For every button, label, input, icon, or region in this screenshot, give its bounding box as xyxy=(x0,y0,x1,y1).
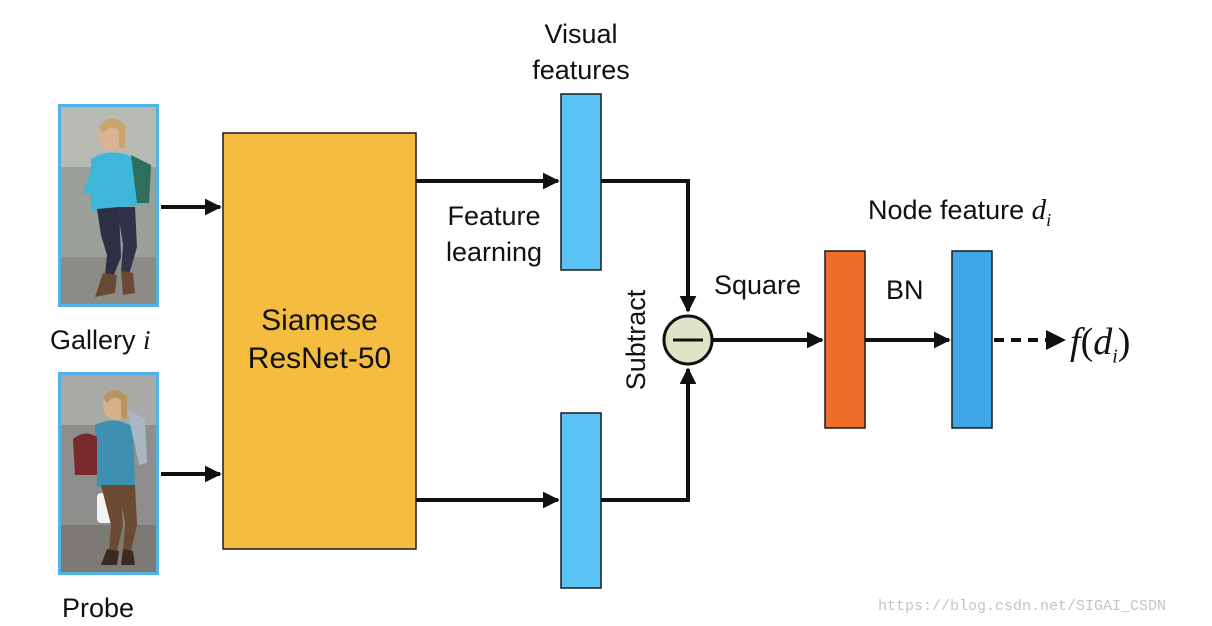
gallery-label: Gallery i xyxy=(50,322,151,358)
minus-circle-icon xyxy=(662,314,714,366)
arrow-gallery-features-to-subtract xyxy=(601,179,697,313)
backbone-label: Siamese ResNet-50 xyxy=(223,302,416,378)
feature-learning-line2: learning xyxy=(445,237,543,267)
gallery-image xyxy=(58,104,159,307)
output-f: f xyxy=(1070,321,1081,363)
node-feature-subscript: i xyxy=(1046,209,1052,230)
visual-features-label: Visual features xyxy=(506,16,656,88)
node-feature-symbol: di xyxy=(1031,194,1052,230)
visual-feature-bar-gallery xyxy=(560,93,602,271)
bn-label: BN xyxy=(886,275,924,305)
gallery-index: i xyxy=(143,325,151,355)
feature-learning-label: Feature learning xyxy=(426,198,562,270)
node-feature-text: Node feature xyxy=(868,195,1025,225)
output-function-label: f(di) xyxy=(1070,320,1130,379)
output-close-paren: ) xyxy=(1117,321,1131,363)
visual-features-line1: Visual xyxy=(544,19,618,49)
probe-image xyxy=(58,372,159,575)
backbone-label-line2: ResNet-50 xyxy=(247,342,392,375)
feature-learning-line1: Feature xyxy=(447,201,541,231)
arrow-probe-features-to-subtract xyxy=(601,367,697,502)
watermark-url: https://blog.csdn.net/SIGAI_CSDN xyxy=(878,598,1167,615)
backbone-label-line1: Siamese xyxy=(261,304,378,337)
gallery-text: Gallery xyxy=(50,325,136,355)
square-feature-bar xyxy=(824,250,866,429)
probe-pedestrian-illustration xyxy=(61,375,156,572)
gallery-pedestrian-illustration xyxy=(61,107,156,304)
output-open-paren: ( xyxy=(1080,321,1094,363)
subtract-label: Subtract xyxy=(621,289,651,391)
square-label: Square xyxy=(714,270,802,300)
node-feature-bar xyxy=(951,250,993,429)
visual-feature-bar-probe xyxy=(560,412,602,589)
node-feature-label: Node feature di xyxy=(868,192,1051,238)
output-arrowhead xyxy=(1046,330,1066,350)
visual-features-line2: features xyxy=(532,55,630,85)
probe-label: Probe xyxy=(62,593,135,623)
output-d: d xyxy=(1093,321,1113,363)
output-subscript: i xyxy=(1112,345,1118,368)
siamese-resnet-block xyxy=(222,132,417,550)
node-feature-symbol-letter: d xyxy=(1031,194,1047,226)
